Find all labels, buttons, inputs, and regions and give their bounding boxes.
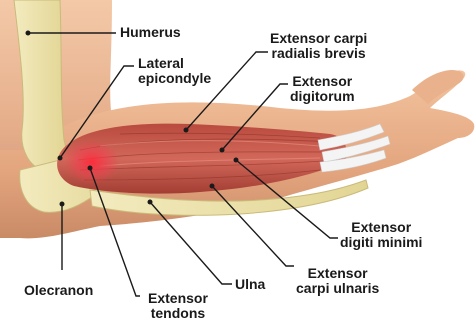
label-extensor-digiti-minimi: Extensor digiti minimi [340, 220, 422, 250]
label-humerus: Humerus [120, 25, 181, 40]
label-olecranon: Olecranon [24, 283, 93, 298]
label-lateral-epicondyle: Lateral epicondyle [138, 56, 211, 86]
label-extensor-carpi-radialis-brevis: Extensor carpi radialis brevis [270, 31, 367, 61]
label-extensor-tendons: Extensor tendons [148, 291, 208, 321]
label-ulna: Ulna [235, 277, 265, 292]
inflamed-tendon-origin [64, 140, 120, 184]
label-extensor-digitorum: Extensor digitorum [290, 74, 355, 104]
label-extensor-carpi-ulnaris: Extensor carpi ulnaris [296, 266, 379, 296]
